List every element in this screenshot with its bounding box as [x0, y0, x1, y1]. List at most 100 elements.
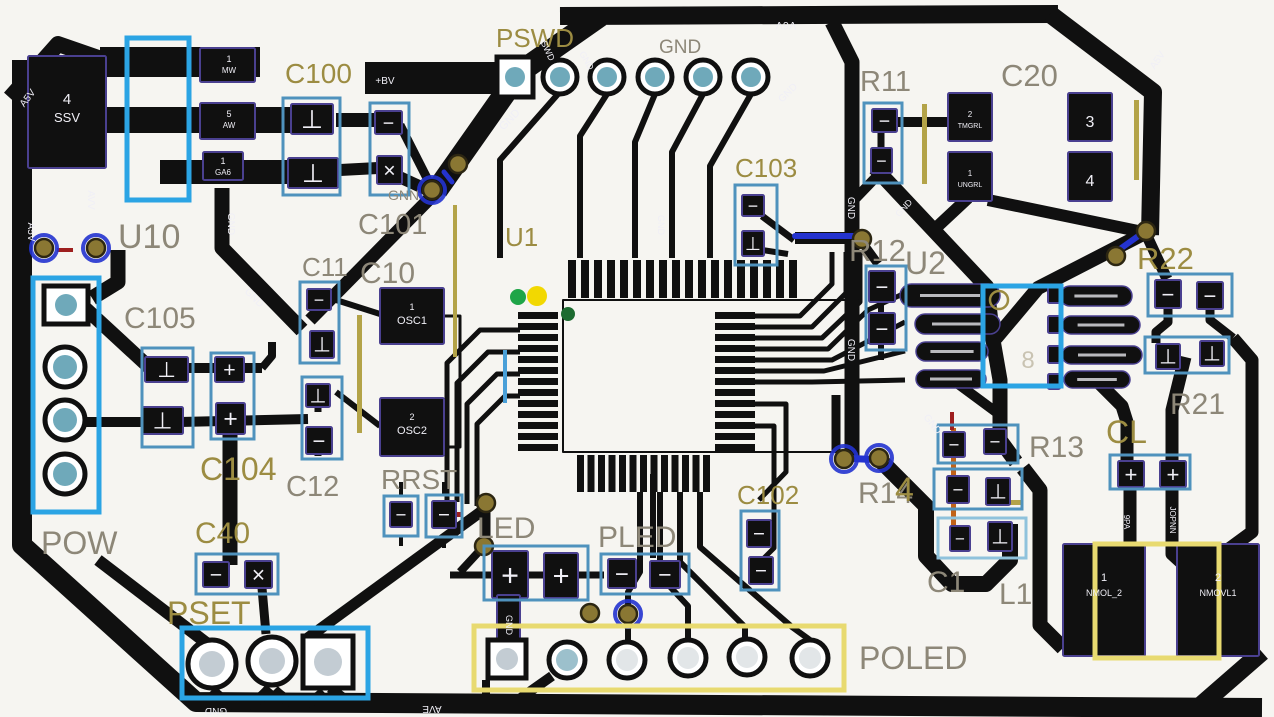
via: [1135, 220, 1157, 242]
label-4: 4: [63, 91, 71, 108]
highlight-c11: [298, 280, 341, 365]
pad-glyph-dash: −: [949, 434, 960, 455]
smd-pad: [741, 194, 765, 217]
via: [851, 228, 873, 250]
trace: [986, 194, 1145, 238]
trace-top-band: [559, 5, 1059, 25]
status-dot-green: [510, 289, 526, 305]
highlight-cl: [1108, 453, 1192, 491]
smd-pad: [389, 501, 413, 528]
via: [475, 492, 497, 514]
qfp-pin-right: [715, 367, 755, 374]
label-a5v: A5V: [25, 223, 36, 242]
qfp-pin-left: [518, 323, 558, 330]
smd-pad: [290, 103, 334, 135]
label-tmgrl: TMGRL: [958, 123, 983, 130]
label-pow: POW: [41, 525, 118, 561]
label-5: 5: [226, 109, 231, 119]
pad-pset-1-drill: [314, 648, 342, 676]
gnd-fan: [577, 92, 610, 258]
status-dot-darkgreen: [561, 307, 575, 321]
label-c1: C1: [927, 566, 965, 599]
highlight-pset: [179, 625, 371, 701]
pad-gnd-header-drill: [597, 67, 617, 87]
highlight-r22b: [1143, 335, 1231, 375]
label-ungrl: UNGRL: [958, 182, 983, 189]
pad-poled-1-drill: [496, 648, 518, 670]
smd-pad: [144, 356, 189, 383]
smd-pad: [741, 230, 765, 257]
label-r22: R22: [1137, 241, 1194, 276]
label-r14: R14: [858, 477, 913, 510]
pad-glyph-cap: ⊥: [1159, 347, 1177, 369]
label-gnd: GND: [504, 615, 514, 636]
pad-glyph-cap: ⊥: [745, 233, 761, 254]
pad-glyph-cap: ⊥: [301, 106, 323, 134]
layer-line: [922, 104, 927, 184]
highlight-rrst-b: [424, 493, 464, 539]
qfp-pin-top: [607, 260, 615, 298]
label-u10: U10: [118, 218, 180, 256]
pad-glyph-x: ×: [383, 159, 395, 183]
oval-pad-text: [932, 322, 983, 326]
pad-glyph-x: ×: [252, 562, 265, 588]
qfp-pin-right: [715, 389, 755, 396]
qfp-pin-bottom: [650, 455, 658, 492]
qfp-pin-left: [518, 400, 558, 407]
pad-gnd-header-drill: [693, 67, 713, 87]
label-gnd: GND: [225, 213, 236, 235]
label--bv: +BV: [375, 76, 395, 87]
highlight-c1-mid: [932, 467, 1024, 511]
pad-pow-drill: [53, 355, 77, 379]
pad-poled-drill: [799, 647, 821, 669]
qfp-fan: [444, 327, 520, 500]
label-r12: R12: [849, 233, 906, 268]
pad-glyph-dash: −: [313, 428, 326, 453]
label-ssv: SSV: [54, 110, 80, 125]
pad-glyph-cap: ⊥: [313, 335, 331, 357]
oval-pad-text: [930, 350, 974, 353]
label-pswd: PSWD: [496, 23, 574, 53]
pad-glyph-dash: −: [314, 290, 324, 310]
qfp-pin-right: [715, 334, 755, 341]
pad-gnd-header-drill: [645, 67, 665, 87]
via: [33, 237, 55, 259]
qfp-pin-left: [518, 345, 558, 352]
oval-pad-text: [1078, 353, 1126, 357]
label-gnd: GND: [845, 339, 856, 361]
highlight-c12: [300, 375, 344, 461]
label-1: 1: [220, 156, 225, 166]
qfp-pin-top: [672, 260, 680, 298]
highlight-l1: [1092, 541, 1222, 661]
smd-pad: [942, 431, 966, 458]
pad-glyph-cap: ⊥: [991, 527, 1009, 549]
pad-osc1: [379, 287, 445, 345]
trace: [1165, 355, 1192, 460]
pad-glyph-plus: +: [1167, 462, 1180, 487]
via: [579, 602, 601, 624]
label-v6v: V6V: [775, 19, 796, 31]
smd-pad: [748, 556, 774, 585]
label-c10: C10: [360, 257, 415, 290]
qfp-pin-bottom: [608, 455, 616, 492]
pad-led-2: [543, 552, 579, 599]
qfp-pin-bottom: [598, 455, 605, 492]
pad-glyph-dash: −: [876, 151, 886, 171]
highlight-c101a: [281, 96, 342, 197]
pad-c20-1: [947, 151, 993, 202]
qfp-pin-top: [750, 260, 758, 298]
label-c12: C12: [286, 471, 339, 503]
label-cl: CL: [1106, 414, 1147, 450]
qfp-fan: [753, 252, 863, 341]
qfp-pin-right: [715, 312, 755, 319]
label-gnn: GNN: [388, 187, 419, 203]
label-1: 1: [226, 54, 231, 64]
qfp-pin-left: [518, 367, 558, 374]
trace: [80, 302, 155, 374]
label-gnd: GND: [845, 197, 856, 219]
smd-pad: [985, 477, 1011, 506]
qfp-pin-right: [715, 378, 755, 385]
gnd-fan: [632, 92, 658, 258]
smd-pad: [987, 521, 1013, 552]
smd-pad: [202, 561, 230, 588]
